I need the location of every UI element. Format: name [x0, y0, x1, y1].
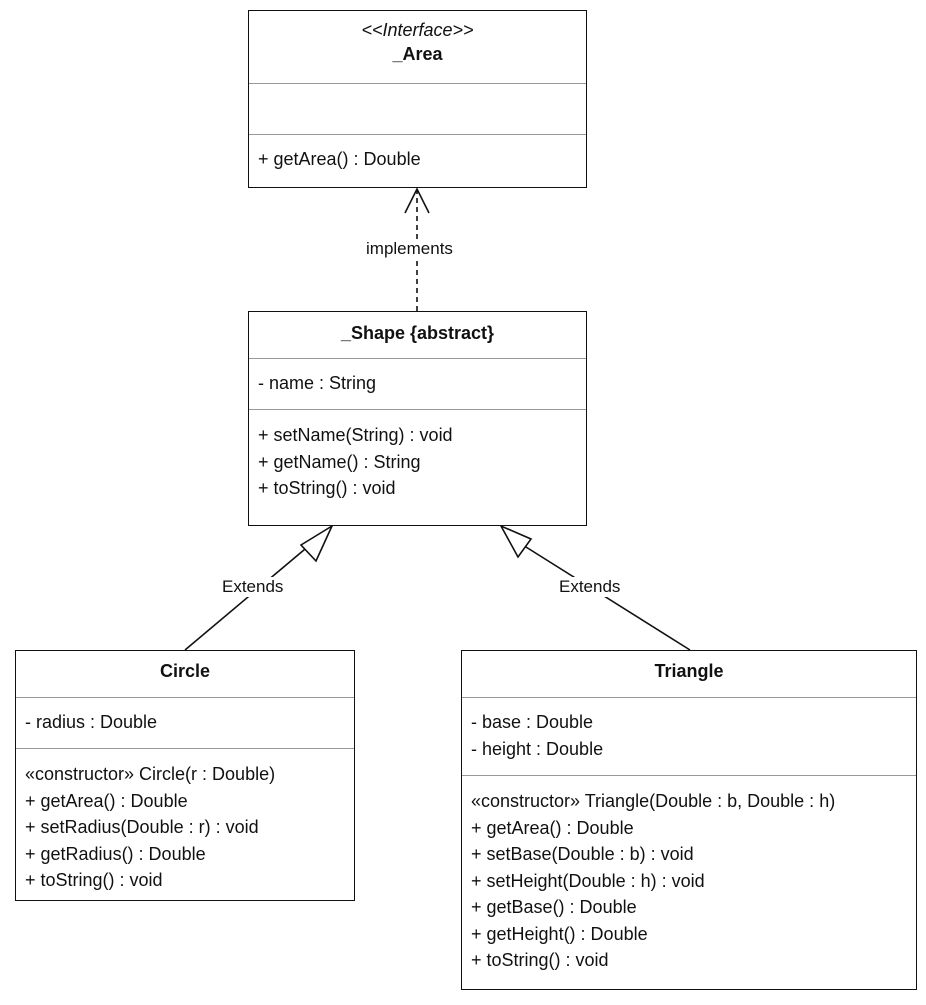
shape-attribute: - name : String	[258, 373, 377, 393]
triangle-extends-label: Extends	[557, 577, 623, 597]
triangle-operation: + setHeight(Double : h) : void	[471, 870, 705, 891]
implements-label: implements	[364, 239, 455, 259]
triangle-operation: «constructor» Triangle(Double : b, Doubl…	[471, 791, 836, 811]
area-operations: + getArea() : Double	[258, 146, 421, 173]
circle-attributes: - radius : Double	[25, 709, 157, 736]
circle-operations: «constructor» Circle(r : Double) + getAr…	[25, 761, 275, 894]
circle-class-name: Circle	[159, 661, 211, 681]
area-stereotype: <<Interface>>	[361, 20, 474, 40]
triangle-operation: + getHeight() : Double	[471, 923, 648, 944]
shape-class-name: _Shape {abstract}	[340, 323, 495, 343]
triangle-operation: + getBase() : Double	[471, 897, 637, 917]
area-interface-box: <<Interface>> _Area + getArea() : Double	[248, 10, 587, 188]
circle-extends-label: Extends	[220, 577, 286, 597]
shape-separator-1	[249, 358, 586, 359]
implements-arrowhead	[404, 187, 430, 214]
circle-attribute: - radius : Double	[25, 712, 158, 732]
triangle-class-box: Triangle - base : Double - height : Doub…	[461, 650, 917, 990]
triangle-operation: + setBase(Double : b) : void	[471, 844, 694, 864]
triangle-attribute: - base : Double	[471, 712, 594, 732]
triangle-separator-2	[462, 775, 916, 776]
triangle-attributes: - base : Double - height : Double	[471, 709, 603, 762]
shape-operations: + setName(String) : void + getName() : S…	[258, 422, 453, 502]
circle-operation: + getRadius() : Double	[25, 843, 206, 864]
triangle-separator-1	[462, 697, 916, 698]
triangle-attribute: - height : Double	[471, 738, 604, 759]
triangle-operations: «constructor» Triangle(Double : b, Doubl…	[471, 788, 835, 974]
circle-operation: + setRadius(Double : r) : void	[25, 817, 259, 837]
triangle-class-name: Triangle	[654, 661, 724, 681]
triangle-operation: + toString() : void	[471, 950, 609, 970]
shape-separator-2	[249, 409, 586, 410]
shape-operation: + setName(String) : void	[258, 425, 453, 445]
area-separator-2	[249, 134, 586, 135]
circle-generalization-arrowhead	[299, 523, 334, 563]
circle-operation: + getArea() : Double	[25, 790, 188, 811]
circle-operation: + toString() : void	[25, 870, 163, 890]
circle-separator-1	[16, 697, 354, 698]
area-separator-1	[249, 83, 586, 84]
triangle-generalization-arrowhead	[499, 524, 533, 559]
shape-operation: + toString() : void	[258, 478, 396, 498]
circle-separator-2	[16, 748, 354, 749]
shape-attributes: - name : String	[258, 370, 376, 397]
area-operation: + getArea() : Double	[258, 149, 421, 169]
area-class-name: _Area	[392, 44, 443, 64]
triangle-operation: + getArea() : Double	[471, 817, 634, 838]
circle-operation: «constructor» Circle(r : Double)	[25, 764, 276, 784]
shape-class-box: _Shape {abstract} - name : String + setN…	[248, 311, 587, 526]
circle-class-box: Circle - radius : Double «constructor» C…	[15, 650, 355, 901]
shape-operation: + getName() : String	[258, 451, 421, 472]
